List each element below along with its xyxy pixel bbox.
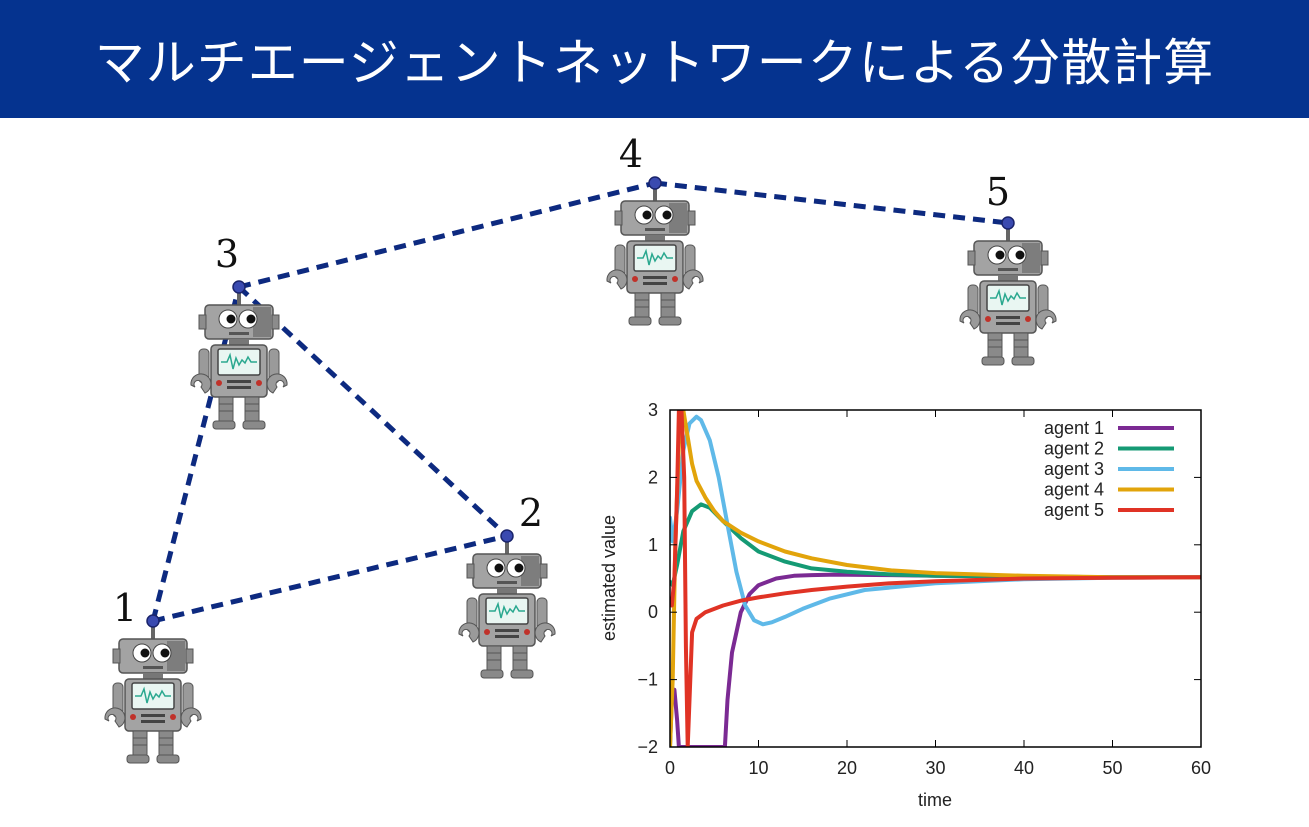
agent-5: 5 [959,170,1057,366]
edge-3-2 [237,285,509,538]
x-tick-label: 0 [665,758,675,778]
agent-label-2: 2 [519,491,543,535]
page-title: マルチエージェントネットワークによる分散計算 [94,34,1215,92]
legend-label: agent 5 [1044,500,1104,520]
y-tick-label: 0 [648,602,658,622]
chart-ticks: 0 10 20 30 40 50 60 −2 −1 0 1 2 3 [637,400,1211,778]
x-tick-label: 60 [1191,758,1211,778]
antenna-node [500,529,514,543]
antenna-node [232,280,246,294]
y-tick-label: −1 [637,670,658,690]
x-tick-label: 30 [925,758,945,778]
antenna-node [1001,216,1015,230]
series-agent-2 [670,502,1201,588]
legend-label: agent 2 [1044,439,1104,459]
x-tick-label: 10 [748,758,768,778]
antenna-node [648,176,662,190]
agent-3: 3 [190,232,288,430]
edge-3-4 [238,180,656,290]
network-agents: 1 2 3 4 5 [104,132,1057,764]
legend-label: agent 1 [1044,418,1104,438]
agent-label-4: 4 [619,132,643,176]
agent-4: 4 [606,132,704,326]
y-tick-label: −2 [637,737,658,757]
agent-2: 2 [458,491,556,679]
network-edges [150,180,1009,624]
y-tick-label: 3 [648,400,658,420]
agent-1: 1 [104,586,202,764]
legend-label: agent 4 [1044,480,1104,500]
y-tick-label: 1 [648,535,658,555]
series-agent-5 [670,410,1201,747]
antenna-node [146,614,160,628]
edge-1-2 [152,533,508,624]
title-bar: マルチエージェントネットワークによる分散計算 [0,0,1309,118]
x-tick-label: 50 [1102,758,1122,778]
legend-label: agent 3 [1044,459,1104,479]
y-axis-label: estimated value [599,515,619,641]
agent-label-3: 3 [215,232,239,276]
agent-label-1: 1 [113,586,137,630]
x-tick-label: 20 [837,758,857,778]
chart-series [670,410,1201,747]
x-axis-label: time [918,790,952,810]
x-tick-label: 40 [1014,758,1034,778]
y-tick-label: 2 [648,467,658,487]
agent-label-5: 5 [986,170,1010,214]
edge-1-3 [150,286,242,622]
